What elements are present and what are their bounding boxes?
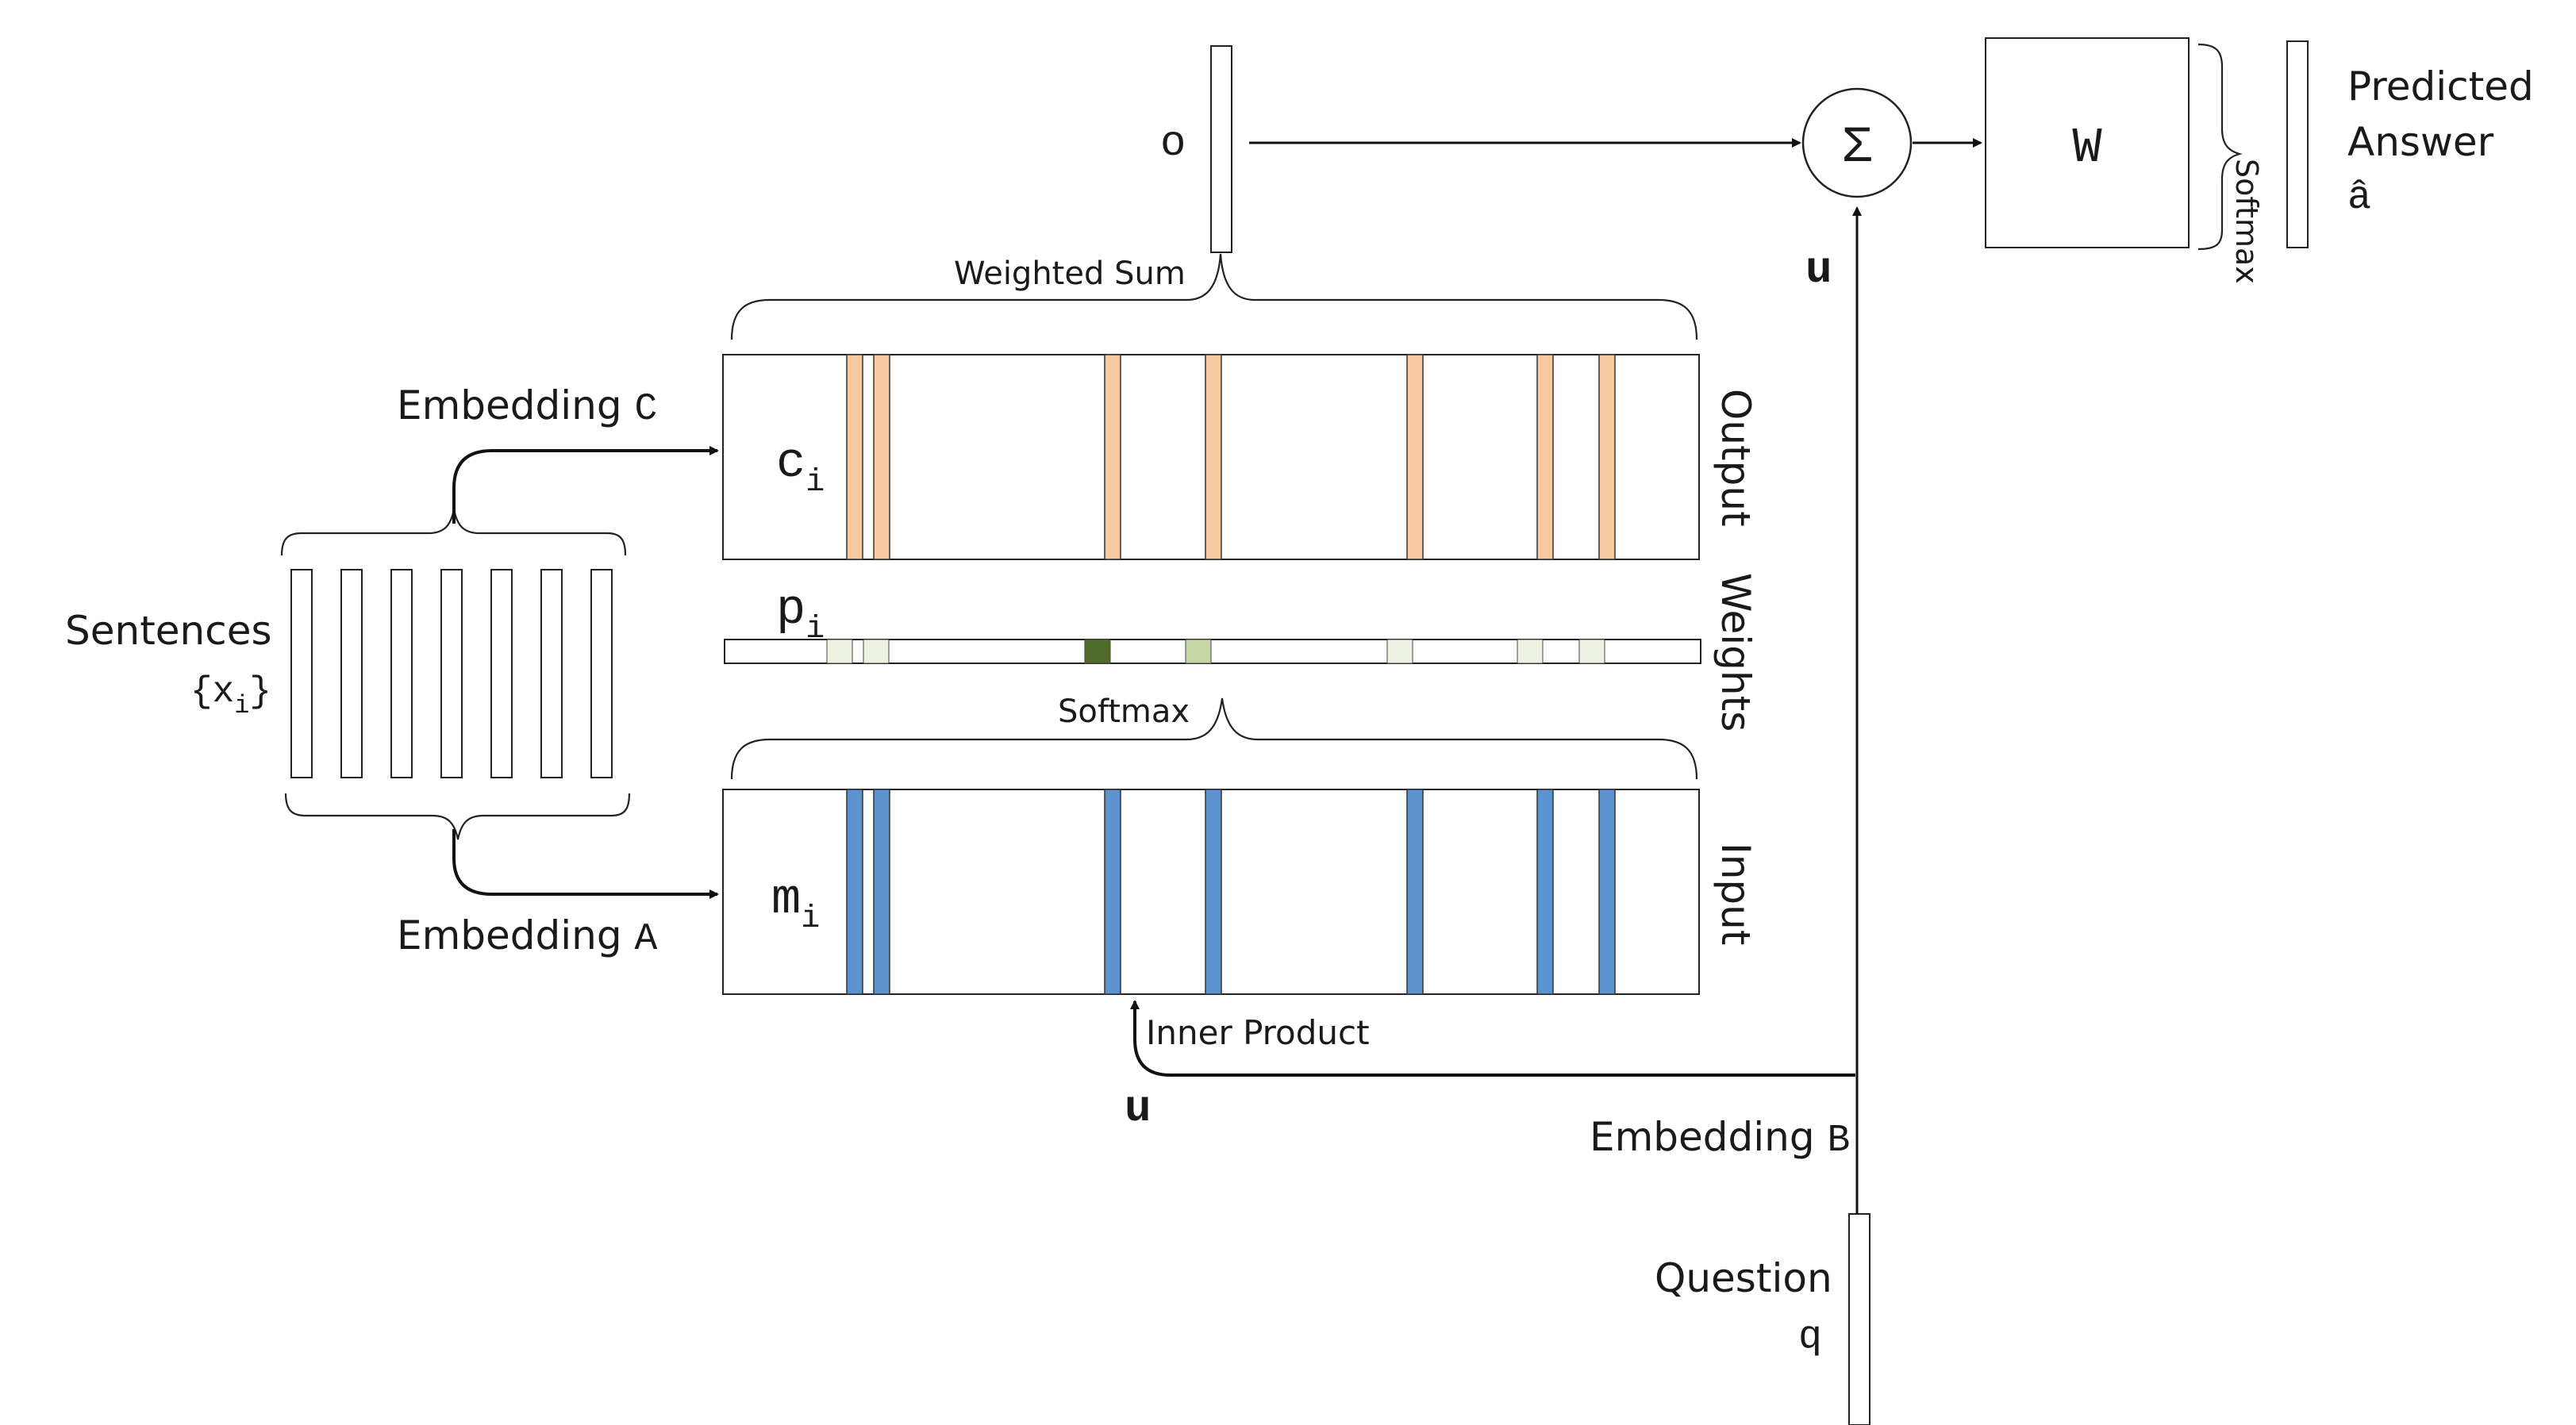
u-label-lower: u: [1125, 1083, 1152, 1134]
p-i-label: pi: [776, 582, 825, 647]
a-hat-label: â: [2347, 175, 2371, 221]
w-matrix: [1985, 37, 2190, 248]
sentence-bar: [490, 569, 513, 778]
answer-label: Answer: [2347, 119, 2494, 165]
c-index: i: [805, 465, 825, 501]
weight-cell: [1084, 639, 1111, 664]
input-memory-stripe: [1104, 789, 1121, 995]
weight-cell: [1185, 639, 1212, 664]
embedding-a-letter: A: [635, 918, 658, 961]
softmax-brace-right: [2197, 43, 2243, 251]
embedding-c-arrow: [452, 446, 719, 524]
sentence-bar: [390, 569, 413, 778]
question-label: Question: [1655, 1255, 1832, 1301]
q-label: q: [1798, 1315, 1822, 1360]
sigma-symbol: Σ: [1842, 120, 1872, 177]
embedding-a-arrow: [452, 829, 719, 899]
softmax-label-right: Softmax: [2229, 159, 2264, 284]
x-set-label: {xi}: [190, 671, 271, 720]
output-label: Output: [1713, 389, 1759, 527]
input-memory-stripes: [846, 789, 1616, 995]
output-memory-stripes: [846, 354, 1616, 560]
input-memory-stripe: [1536, 789, 1554, 995]
sentence-bars: [290, 569, 613, 778]
sentence-bar: [440, 569, 463, 778]
weighted-sum-label: Weighted Sum: [954, 255, 1186, 292]
output-memory-stripe: [1536, 354, 1554, 560]
weight-cell: [1386, 639, 1413, 664]
answer-vector: [2286, 40, 2309, 248]
output-memory-stripe: [846, 354, 863, 560]
input-memory-stripe: [1205, 789, 1222, 995]
output-memory-stripe: [1104, 354, 1121, 560]
weight-cells: [826, 639, 1605, 664]
predicted-label: Predicted: [2347, 63, 2534, 109]
m-symbol: m: [771, 871, 801, 928]
weight-cell: [863, 639, 890, 664]
output-memory-stripe: [1205, 354, 1222, 560]
embedding-a-label: Embedding A: [397, 912, 658, 961]
output-memory-stripe: [1598, 354, 1616, 560]
embedding-c-label: Embedding C: [397, 382, 657, 431]
embedding-b-label: Embedding B: [1590, 1114, 1850, 1162]
w-label: W: [2072, 120, 2102, 176]
input-memory-stripe: [1598, 789, 1616, 995]
p-index: i: [805, 612, 825, 647]
embedding-a-word: Embedding: [397, 912, 622, 958]
sentences-label: Sentences: [65, 608, 272, 654]
embedding-b-word: Embedding: [1590, 1114, 1815, 1160]
input-label: Input: [1713, 843, 1759, 945]
embedding-c-word: Embedding: [397, 382, 622, 428]
weights-label: Weights: [1713, 573, 1759, 732]
input-memory-stripe: [1406, 789, 1424, 995]
sentence-bar: [540, 569, 563, 778]
sentence-bar: [590, 569, 613, 778]
question-vector-q: [1848, 1213, 1870, 1425]
o-label: o: [1160, 120, 1186, 168]
x-set-close: }: [249, 671, 271, 712]
m-i-label: mi: [771, 871, 820, 937]
c-i-label: ci: [776, 435, 825, 501]
c-symbol: c: [776, 435, 805, 491]
p-symbol: p: [776, 582, 805, 638]
u-label-upper: u: [1805, 244, 1832, 295]
m-index: i: [801, 901, 820, 937]
weight-cell: [1578, 639, 1605, 664]
sentence-bar: [290, 569, 313, 778]
input-memory-stripe: [846, 789, 863, 995]
weight-cell: [826, 639, 853, 664]
softmax-brace-middle: [730, 697, 1698, 780]
sentences-brace-bottom: [284, 793, 631, 840]
x-set-open: {x: [190, 671, 234, 712]
output-vector-o: [1210, 45, 1232, 253]
softmax-label-middle: Softmax: [1058, 693, 1190, 730]
embedding-b-letter: B: [1828, 1120, 1851, 1162]
sentence-bar: [340, 569, 363, 778]
output-memory-stripe: [1406, 354, 1424, 560]
input-memory-stripe: [873, 789, 890, 995]
x-set-index: i: [234, 691, 249, 720]
output-memory-stripe: [873, 354, 890, 560]
inner-product-arrow: [1130, 1000, 1855, 1077]
sum-node: [1801, 87, 1913, 198]
weighted-sum-brace: [730, 253, 1698, 340]
weight-cell: [1517, 639, 1544, 664]
embedding-c-letter: C: [635, 388, 658, 431]
inner-product-label: Inner Product: [1146, 1013, 1370, 1052]
